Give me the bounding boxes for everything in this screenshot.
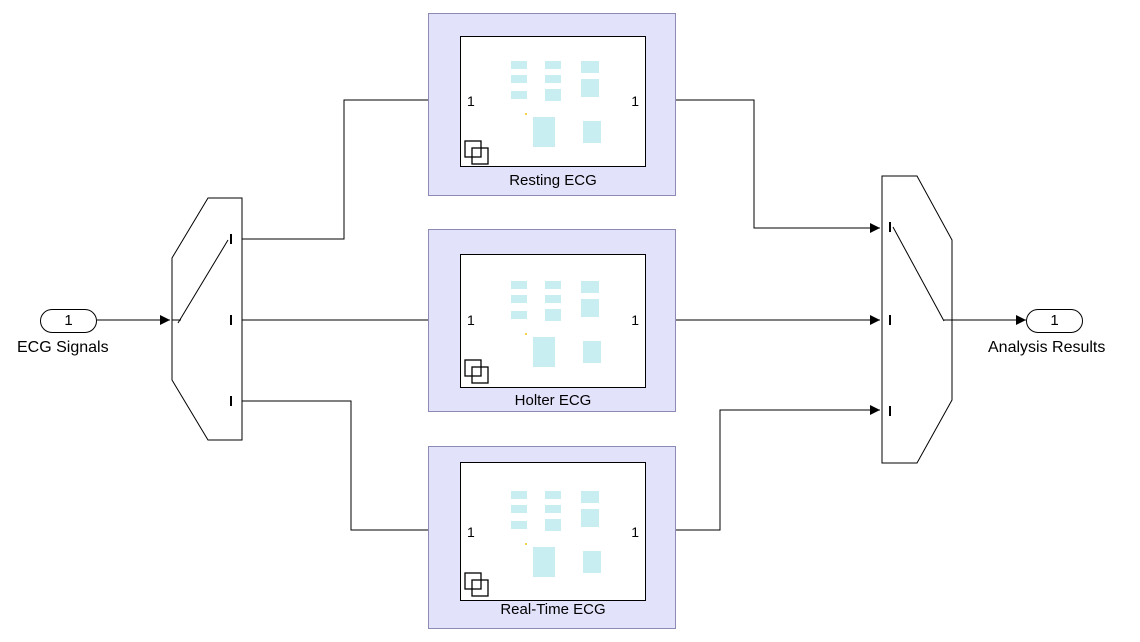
signal-line-resting-out[interactable]	[645, 99, 880, 233]
switch-lever	[177, 239, 229, 324]
merge-switch-block[interactable]	[881, 175, 953, 464]
holter-ecg-in-port: 1	[467, 312, 475, 328]
signal-line-realtime-out[interactable]	[645, 405, 880, 531]
outport-label: Analysis Results	[988, 339, 1106, 356]
holter-ecg-thumbnail	[511, 281, 601, 367]
multiport-switch-block[interactable]	[171, 197, 243, 441]
resting-ecg-body: 1 1	[460, 36, 646, 167]
real-time-ecg-out-port: 1	[631, 524, 639, 540]
resting-ecg-in-port: 1	[467, 93, 475, 109]
real-time-ecg-subsystem[interactable]: 1 1 Real-Time ECG	[428, 446, 676, 629]
outport-block[interactable]: 1	[1026, 309, 1083, 333]
inport-block[interactable]: 1	[40, 309, 97, 333]
resting-ecg-label: Resting ECG	[509, 172, 597, 189]
resting-ecg-out-port: 1	[631, 93, 639, 109]
merge-lever	[892, 226, 945, 322]
signal-line-realtime-in[interactable]	[242, 400, 458, 535]
inport-label: ECG Signals	[17, 339, 109, 356]
resting-ecg-thumbnail	[511, 61, 601, 147]
real-time-ecg-in-port: 1	[467, 524, 475, 540]
inport-number: 1	[64, 312, 73, 329]
holter-ecg-out-port: 1	[631, 312, 639, 328]
outport-number: 1	[1050, 312, 1059, 329]
real-time-ecg-label: Real-Time ECG	[500, 601, 606, 618]
real-time-ecg-body: 1 1	[460, 462, 646, 601]
holter-ecg-label: Holter ECG	[514, 392, 592, 409]
subsystem-link-icon	[464, 140, 489, 165]
subsystem-link-icon	[464, 572, 489, 597]
holter-ecg-subsystem[interactable]: 1 1 Holter ECG	[428, 229, 676, 412]
resting-ecg-subsystem[interactable]: 1 1 Resting ECG	[428, 13, 676, 196]
signal-line-resting-in[interactable]	[242, 95, 458, 240]
subsystem-link-icon	[464, 359, 489, 384]
real-time-ecg-thumbnail	[511, 491, 601, 577]
holter-ecg-body: 1 1	[460, 254, 646, 388]
